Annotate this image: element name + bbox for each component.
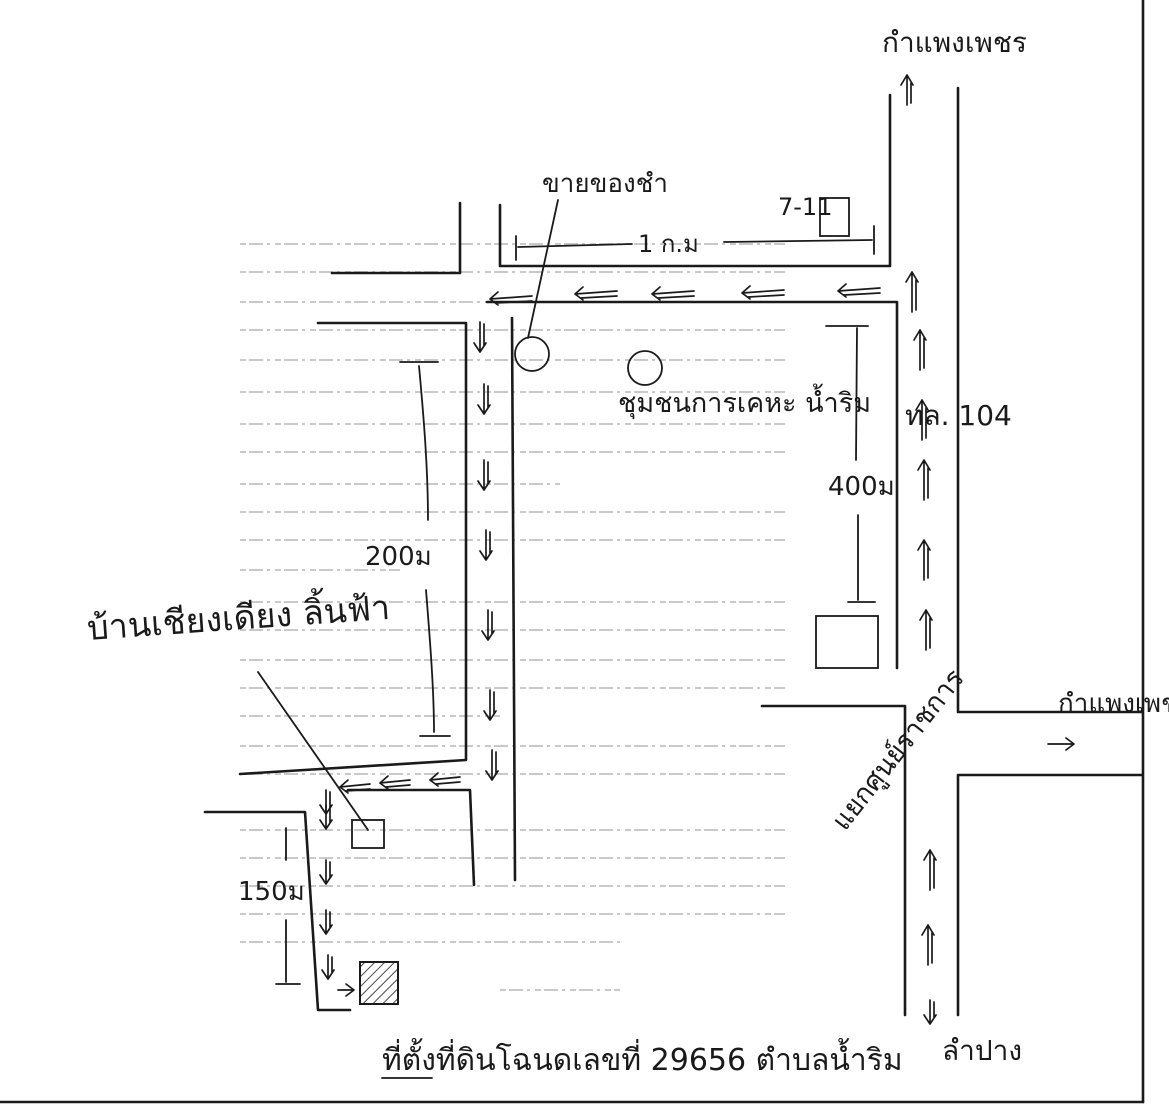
direction-arrow-icon [319,859,333,885]
direction-arrow-icon [429,772,461,787]
side-roads [203,201,517,1012]
direction-arrow-icon [1047,737,1075,751]
intersection-label: แยกศูนย์ราชการ [825,663,970,836]
direction-arrow-icon [919,609,933,651]
direction-arrow-icon [923,999,937,1025]
intersection-building [815,615,879,669]
measure-1km [515,225,875,261]
direction-arrow-icon [489,291,533,306]
distance-200m-label: 200ม [365,542,432,572]
direction-arrow-icon [477,459,491,491]
seven-eleven-label: 7-11 [778,193,832,221]
measure-150m [275,827,301,985]
community-landmark-circle-icon [627,350,663,386]
direction-arrow-icon [574,286,618,301]
highway-label: ทล. 104 [905,399,1012,432]
direction-arrow-icon [319,789,333,815]
distance-1km-label: 1 ก.ม [638,230,699,258]
caption-label: ที่ตั้งที่ดินโฉนดเลขที่ 29656 ตำบลน้ำริม [382,1038,903,1078]
direction-arrow-icon [917,539,931,581]
seven-eleven-building [819,197,850,237]
direction-arrow-icon [921,924,935,966]
direction-arrow-icon [319,909,333,935]
direction-arrow-icon [321,954,335,980]
direction-arrow-icon [479,529,493,561]
highway-104-road [485,86,1144,1017]
right-destination-label: กำแพงเพชร [1058,689,1169,719]
house-pointer-line [257,671,369,831]
measure-400m [825,325,876,603]
direction-arrow-icon [917,459,931,501]
direction-arrow-icon [379,775,411,790]
direction-arrow-icon [339,779,371,794]
bottom-destination-label: ลำปาง [942,1034,1022,1067]
house-building [351,819,385,849]
direction-arrow-icon [485,749,499,781]
market-landmark-circle-icon [514,336,550,372]
community-label: ชุมชนการเคหะ น้ำริม [618,383,871,420]
direction-arrow-icon [837,283,881,298]
market-label: ขายของชำ [542,169,668,199]
direction-arrow-icon [337,983,355,997]
direction-arrow-icon [473,321,487,353]
target-parcel-hatched-square-icon [359,961,399,1005]
distance-400m-label: 400ม [828,472,895,502]
direction-arrow-icon [923,849,937,891]
direction-arrow-icon [481,609,495,641]
direction-arrow-icon [905,271,919,313]
direction-arrow-icon [915,399,929,441]
direction-arrow-icon [319,804,333,830]
market-pointer-line [527,199,559,339]
top-destination-label: กำแพงเพชร [882,26,1027,59]
direction-arrow-icon [900,74,914,106]
direction-arrow-icon [483,689,497,721]
house-label: บ้านเชียงเดียง ลิ้นฟ้า [85,583,391,649]
route-arrows [319,74,1075,1025]
direction-arrow-icon [477,383,491,415]
measure-200m [399,361,451,737]
direction-arrow-icon [913,329,927,371]
direction-arrow-icon [741,285,785,300]
distance-150m-label: 150ม [238,877,305,907]
direction-arrow-icon [651,286,695,301]
